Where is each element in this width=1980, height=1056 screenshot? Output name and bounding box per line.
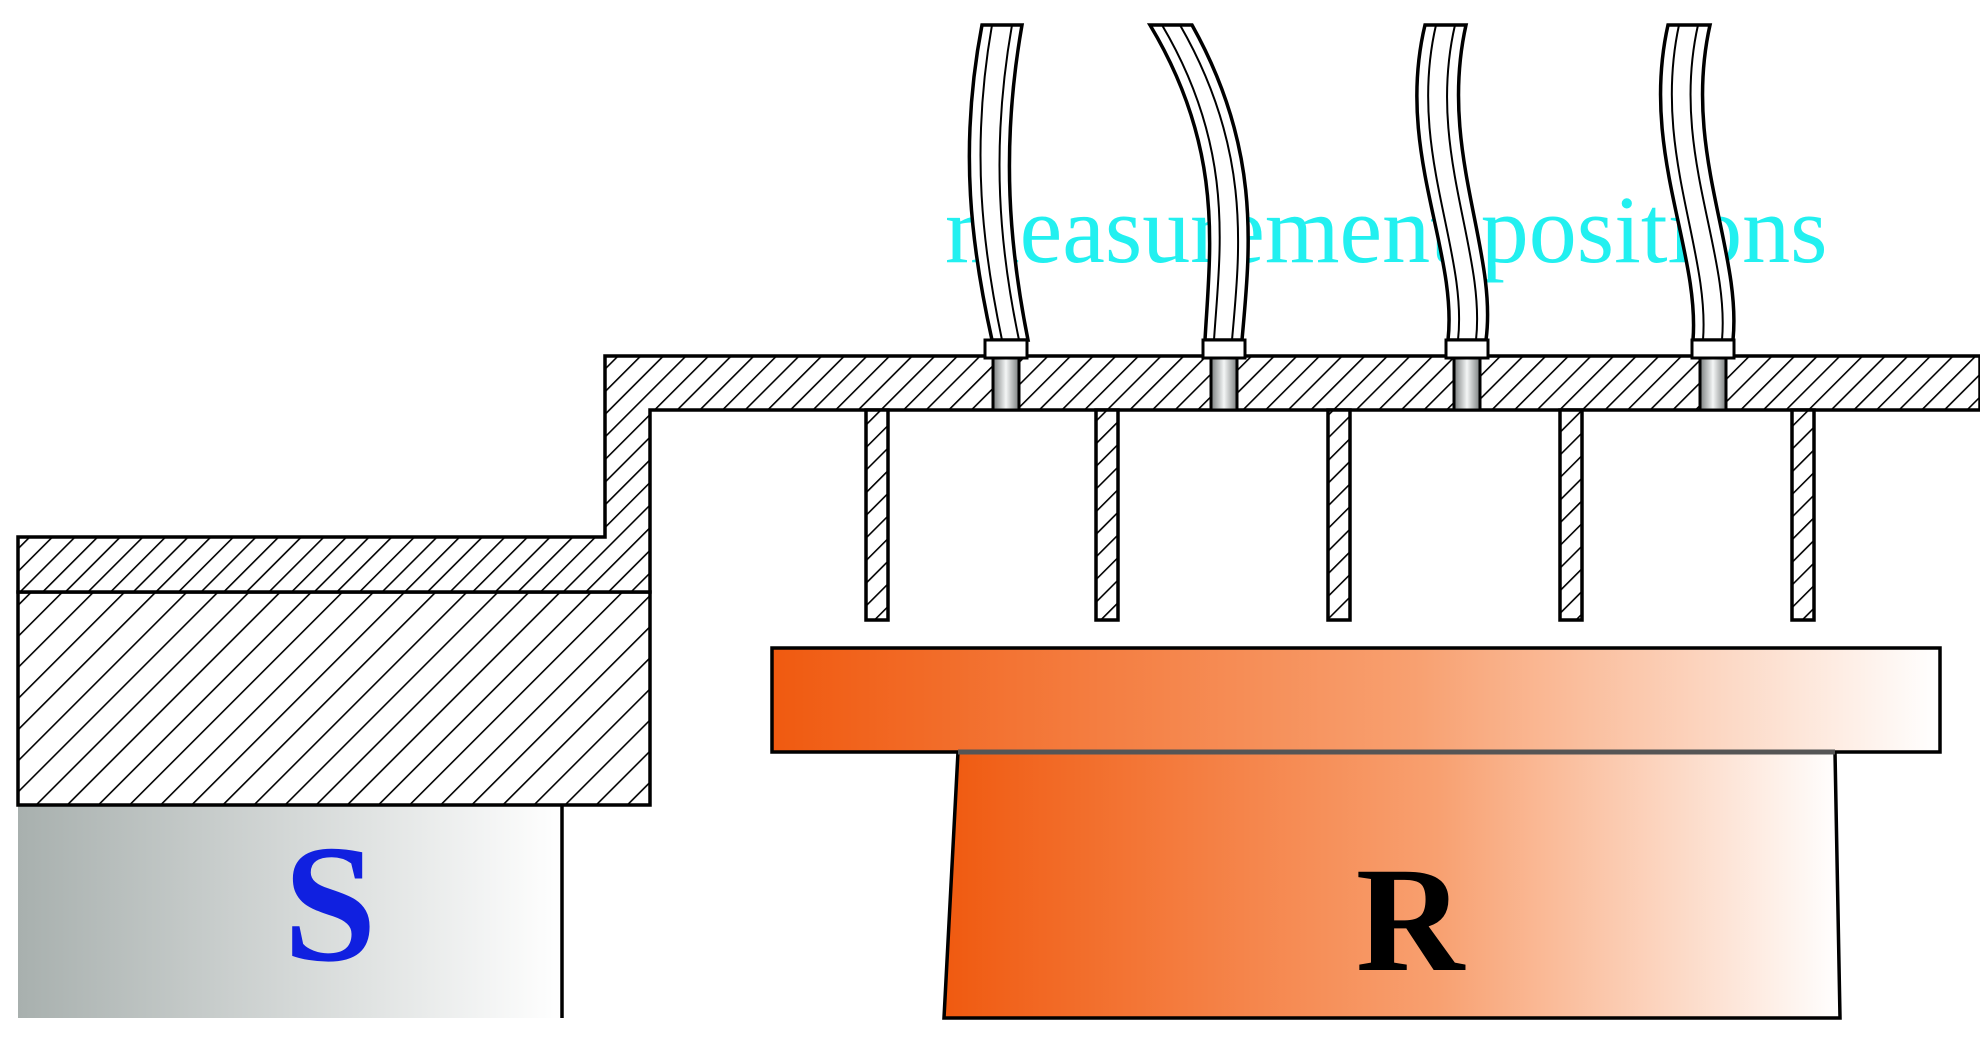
seal-fin (864, 408, 890, 622)
probe (1146, 23, 1250, 412)
probe-tip (991, 356, 1021, 412)
probe-tip (1209, 356, 1239, 412)
seal-fin (1094, 408, 1120, 622)
seal-fin (1790, 408, 1816, 622)
probe-nut (983, 338, 1029, 360)
stator: S (18, 805, 564, 1018)
probe-nut (1690, 338, 1736, 360)
probe-cable (967, 23, 1031, 342)
cable-inner-line (1179, 24, 1240, 341)
cable-inner-line (1427, 24, 1461, 341)
seal-fins (864, 408, 1816, 622)
stator-hatched-layer (16, 590, 652, 807)
probe (967, 23, 1031, 412)
cable-inner-line (1670, 24, 1705, 341)
probe-tip (1452, 356, 1482, 412)
probe-cable (1146, 23, 1250, 342)
probe-nut (1444, 338, 1490, 360)
rotor-shroud (770, 646, 1942, 754)
seal-fin (1326, 408, 1352, 622)
stator-body (18, 805, 562, 1018)
cable-inner-line (998, 24, 1020, 341)
stator-label: S (283, 811, 376, 997)
probe (1415, 23, 1490, 412)
cable-inner-line (1161, 24, 1221, 341)
probe-cable (1415, 23, 1490, 342)
probe-nut (1201, 338, 1247, 360)
rotor: R (770, 646, 1942, 1020)
cable-inner-line (979, 24, 1003, 341)
cable-inner-line (1446, 24, 1479, 341)
cable-inner-line (1689, 24, 1724, 341)
seal-fin (1558, 408, 1584, 622)
cable-inner-lines (979, 24, 1724, 341)
probe-tip (1698, 356, 1728, 412)
rotor-label: R (1356, 837, 1466, 1003)
